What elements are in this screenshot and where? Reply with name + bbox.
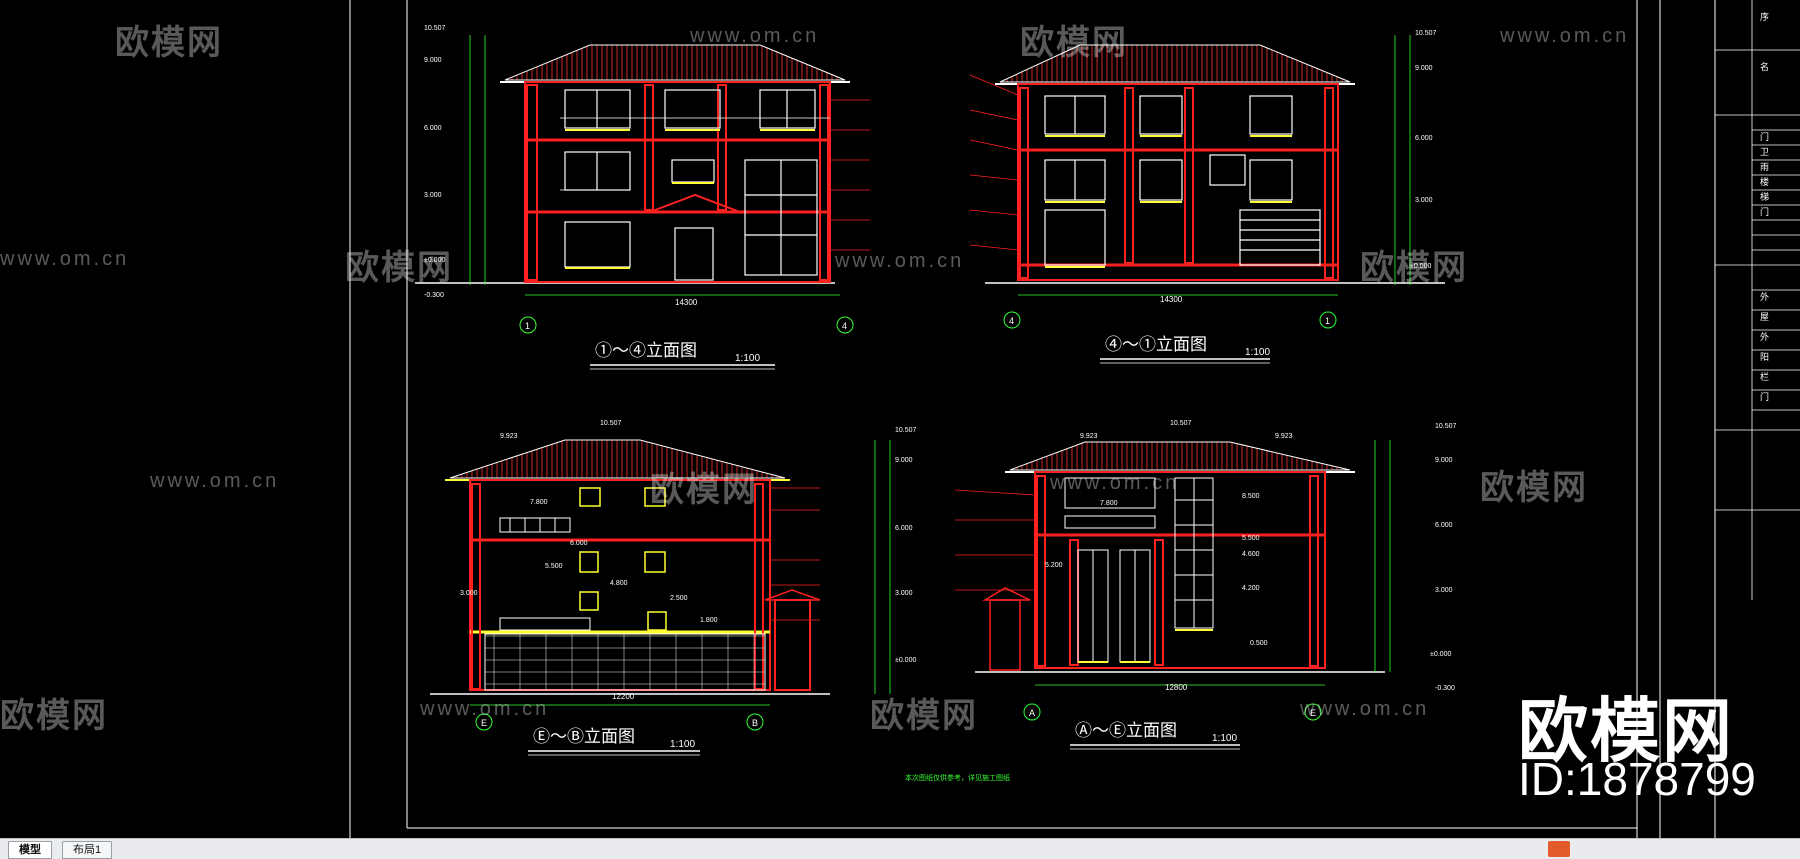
elevation-view-e-b[interactable]: 9.923 10.507 10.507 9.000 6.000 3.000 ±0.00… xyxy=(430,420,917,756)
svg-text:9.000: 9.000 xyxy=(895,457,913,464)
watermark-id: ID:1878799 xyxy=(1518,753,1756,805)
svg-text:名: 名 xyxy=(1760,61,1769,72)
view-scale: 1:100 xyxy=(1245,347,1270,358)
title-block-text: 序名 门卫雨 楼梯门 外屋外 阳栏门 xyxy=(1760,11,1769,402)
svg-text:9.923: 9.923 xyxy=(500,433,518,440)
layout-tab-bar: 模型 布局1 xyxy=(0,838,1800,859)
svg-text:2.500: 2.500 xyxy=(670,595,688,602)
svg-text:门: 门 xyxy=(1760,206,1769,217)
sheet-frame xyxy=(349,0,1716,838)
svg-text:屋: 屋 xyxy=(1760,312,1769,322)
dimension-width: 12800 xyxy=(1165,683,1188,692)
svg-text:3.000: 3.000 xyxy=(1415,197,1433,204)
svg-text:外: 外 xyxy=(1760,291,1769,302)
svg-text:0.500: 0.500 xyxy=(1250,640,1268,647)
svg-text:6.000: 6.000 xyxy=(895,525,913,532)
svg-text:9.000: 9.000 xyxy=(1435,457,1453,464)
svg-text:9.000: 9.000 xyxy=(1415,65,1433,72)
svg-text:10.507: 10.507 xyxy=(1415,30,1437,37)
view-title: ④～①立面图 xyxy=(1105,335,1207,354)
svg-text:7.800: 7.800 xyxy=(530,499,548,506)
svg-text:4.200: 4.200 xyxy=(1242,585,1260,592)
axis-label: A xyxy=(1029,708,1035,718)
svg-text:10.507: 10.507 xyxy=(1435,423,1457,430)
svg-text:5.500: 5.500 xyxy=(545,563,563,570)
svg-text:阳: 阳 xyxy=(1760,352,1769,362)
view-title: Ⓐ～Ⓔ立面图 xyxy=(1075,721,1177,740)
svg-text:10.507: 10.507 xyxy=(1170,420,1192,427)
svg-text:8.500: 8.500 xyxy=(1242,493,1260,500)
svg-text:外: 外 xyxy=(1760,331,1769,342)
svg-text:-0.300: -0.300 xyxy=(1435,685,1455,692)
view-title: Ⓔ～Ⓑ立面图 xyxy=(533,727,635,746)
app-icon xyxy=(1548,841,1570,857)
svg-text:1.800: 1.800 xyxy=(700,617,718,624)
svg-text:10.507: 10.507 xyxy=(424,25,446,32)
view-title: ①～④立面图 xyxy=(595,341,697,360)
axis-label: 1 xyxy=(525,321,530,331)
svg-text:3.000: 3.000 xyxy=(460,590,478,597)
svg-text:-0.300: -0.300 xyxy=(424,292,444,299)
title-block xyxy=(1715,0,1800,600)
svg-text:9.000: 9.000 xyxy=(424,57,442,64)
axis-label: 4 xyxy=(842,321,847,331)
svg-text:5.500: 5.500 xyxy=(1242,535,1260,542)
svg-text:门: 门 xyxy=(1760,131,1769,142)
svg-text:4.600: 4.600 xyxy=(1242,551,1260,558)
dimension-width: 14300 xyxy=(675,298,698,307)
axis-label: E xyxy=(1310,708,1316,718)
view-scale: 1:100 xyxy=(735,353,760,364)
drawing-note: 本次图纸仅供参考，详见施工图纸 xyxy=(905,773,1010,782)
svg-text:4.800: 4.800 xyxy=(610,580,628,587)
svg-text:序: 序 xyxy=(1760,11,1769,22)
svg-text:5.200: 5.200 xyxy=(1045,562,1063,569)
dimension-width: 14300 xyxy=(1160,295,1183,304)
tab-model[interactable]: 模型 xyxy=(8,841,52,859)
svg-text:9.923: 9.923 xyxy=(1080,433,1098,440)
cad-drawing-canvas[interactable]: 序名 门卫雨 楼梯门 外屋外 阳栏门 xyxy=(0,0,1800,838)
watermark-brand: 欧模网 xyxy=(1518,692,1734,770)
svg-text:3.000: 3.000 xyxy=(895,590,913,597)
svg-text:6.000: 6.000 xyxy=(1435,522,1453,529)
svg-text:6.000: 6.000 xyxy=(1415,135,1433,142)
svg-text:栏: 栏 xyxy=(1760,371,1769,382)
svg-text:9.923: 9.923 xyxy=(1275,433,1293,440)
svg-text:10.507: 10.507 xyxy=(600,420,622,427)
svg-text:6.000: 6.000 xyxy=(424,125,442,132)
axis-label: 1 xyxy=(1325,316,1330,326)
svg-text:门: 门 xyxy=(1760,391,1769,402)
svg-text:6.000: 6.000 xyxy=(570,540,588,547)
svg-text:±0.000: ±0.000 xyxy=(424,257,445,264)
svg-text:雨: 雨 xyxy=(1760,162,1769,172)
view-scale: 1:100 xyxy=(1212,733,1237,744)
svg-text:卫: 卫 xyxy=(1760,147,1769,157)
view-scale: 1:100 xyxy=(670,739,695,750)
svg-text:3.000: 3.000 xyxy=(1435,587,1453,594)
svg-text:10.507: 10.507 xyxy=(895,427,917,434)
axis-label: B xyxy=(752,718,758,728)
svg-text:3.000: 3.000 xyxy=(424,192,442,199)
svg-text:±0.000: ±0.000 xyxy=(1410,263,1431,270)
svg-text:楼: 楼 xyxy=(1760,176,1769,187)
svg-text:±0.000: ±0.000 xyxy=(895,657,916,664)
tab-layout1[interactable]: 布局1 xyxy=(62,841,113,859)
axis-label: E xyxy=(481,718,487,728)
dimension-width: 12200 xyxy=(612,692,635,701)
axis-label: 4 xyxy=(1009,316,1014,326)
svg-text:±0.000: ±0.000 xyxy=(1430,651,1451,658)
svg-text:7.800: 7.800 xyxy=(1100,500,1118,507)
svg-text:梯: 梯 xyxy=(1760,191,1769,202)
